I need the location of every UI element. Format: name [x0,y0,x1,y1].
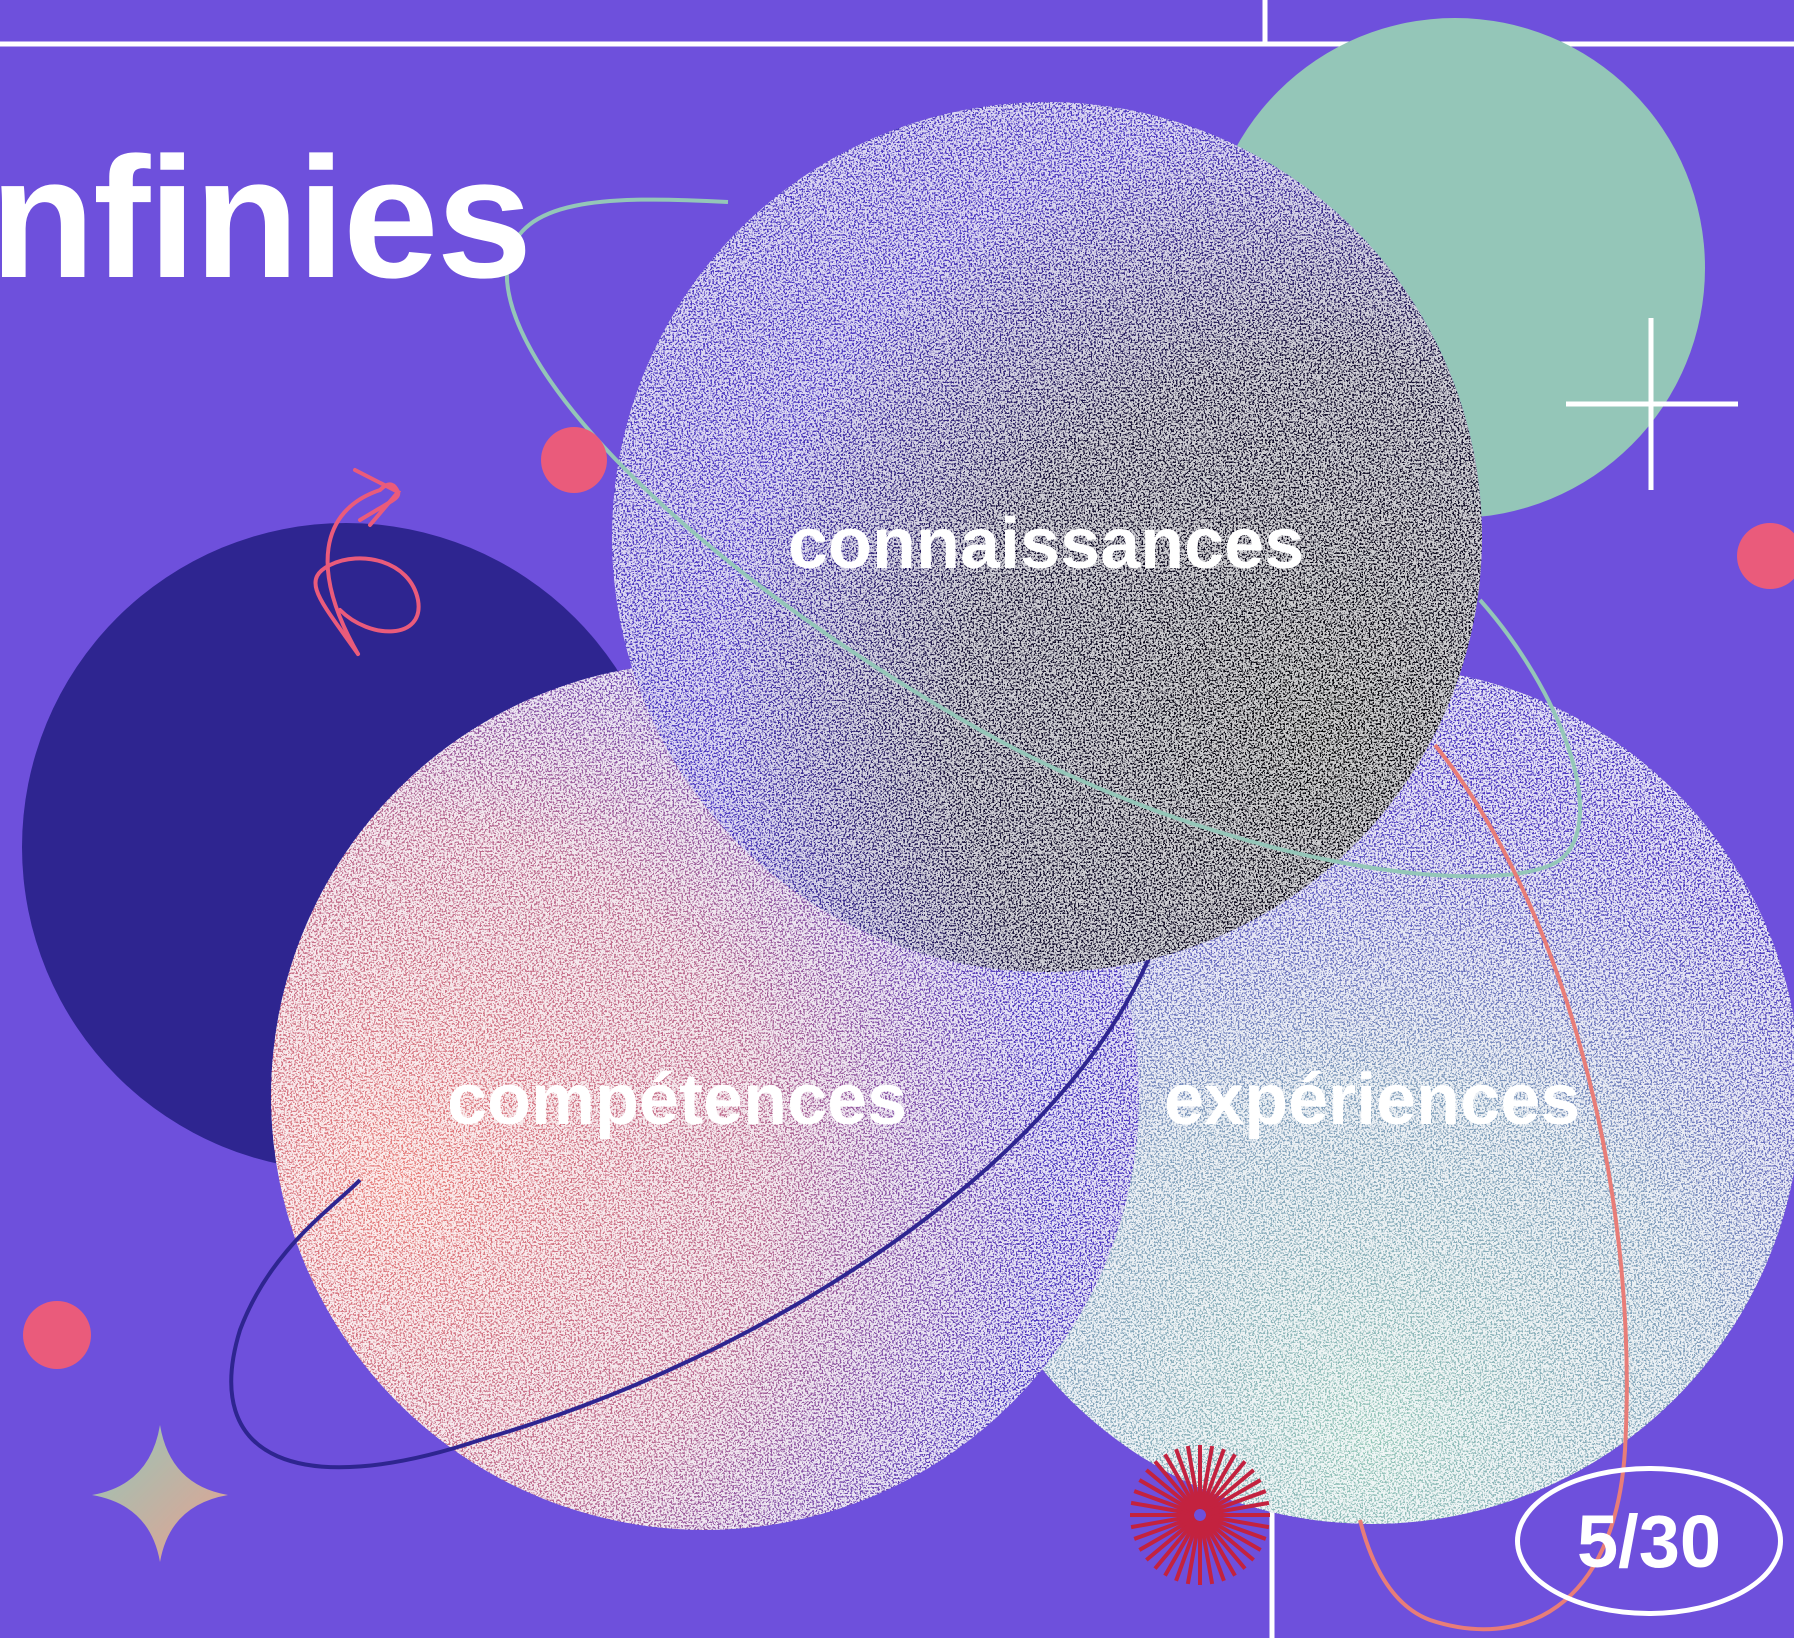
starburst-ray [1199,1520,1215,1585]
starburst-ray [1153,1518,1198,1570]
starburst-ray [1185,1445,1201,1510]
starburst-ray [1204,1478,1262,1514]
starburst-ray [1205,1514,1270,1530]
coral-dot [541,427,607,493]
slide-title-fragment: nfinies [0,122,532,314]
arrow-squiggle-icon [313,468,421,656]
starburst-ray [1200,1519,1226,1582]
coral-dot [23,1301,91,1369]
starburst-ray [1138,1516,1196,1552]
starburst-ray [1133,1515,1196,1541]
coral-dot [1737,523,1794,589]
starburst-ray [1130,1500,1195,1516]
connaissances-circle [612,102,1482,972]
starburst-ray [1200,1448,1226,1511]
starburst-ray [1201,1519,1237,1577]
starburst-ray [1163,1519,1199,1577]
starburst-ray [1163,1453,1199,1511]
starburst-ray [1199,1445,1215,1510]
starburst-ray [1202,1460,1247,1512]
label-connaissances: connaissances [788,504,1305,584]
starburst-ray [1138,1478,1196,1514]
starburst-ray [1204,1515,1267,1541]
starburst-ray [1133,1489,1196,1515]
plus-cross-icon [1566,318,1738,490]
starburst-ray [1130,1514,1195,1530]
starburst-ray [1174,1448,1200,1511]
sparkle-star-icon [92,1425,228,1562]
starburst-ray [1204,1489,1267,1515]
label-competences: compétences [447,1060,908,1140]
starburst-ray [1153,1460,1198,1512]
starburst-ray [1203,1517,1255,1562]
page-counter: 5/30 [1515,1466,1783,1616]
starburst-ray [1145,1468,1197,1513]
starburst-ray [1201,1453,1237,1511]
starburst-icon [1130,1445,1270,1585]
label-experiences: expériences [1164,1060,1581,1140]
orbit-mint [504,197,1583,879]
starburst-ray [1202,1518,1247,1570]
starburst-ray [1145,1517,1197,1562]
starburst-ray [1185,1520,1201,1585]
starburst-ray [1174,1519,1200,1582]
starburst-ray [1205,1500,1270,1516]
starburst-ray [1204,1516,1262,1552]
starburst-ray [1203,1468,1255,1513]
orbit-dark [229,929,1162,1470]
